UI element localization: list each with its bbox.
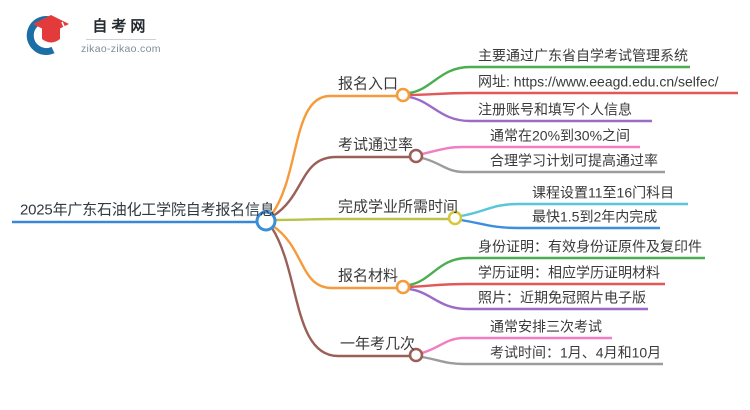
- site-domain: zikao-zikao.com: [81, 43, 161, 55]
- child-wire: [421, 145, 640, 156]
- branch-curve-4: [272, 225, 333, 290]
- branch-node-circle-5: [408, 347, 424, 363]
- branch-label-exams-per-year: 一年考几次: [340, 335, 416, 353]
- branch-label-signup-entrance: 报名入口: [338, 75, 399, 93]
- central-node: 2025年广东石油化工学院自考报名信息: [20, 201, 275, 219]
- logo-divider: [85, 39, 156, 40]
- branch-node-circle-2: [408, 148, 424, 164]
- site-name: 自考网: [92, 18, 150, 35]
- child-node: 考试时间：1月、4月和10月: [490, 344, 662, 361]
- child-wire: [408, 287, 648, 311]
- child-node: 最快1.5到2年内完成: [532, 208, 658, 225]
- child-node-url: 网址: https://www.eeagd.edu.cn/selfec/: [478, 73, 719, 90]
- child-node: 身份证明：有效身份证原件及复印件: [478, 238, 702, 255]
- branch-curve-2: [272, 155, 337, 218]
- child-wire: [408, 95, 652, 123]
- branch-label-completion-time: 完成学业所需时间: [338, 198, 459, 216]
- branch-node-circle-4: [395, 279, 411, 295]
- child-node: 照片：近期免冠照片电子版: [478, 289, 646, 306]
- branch-node-circle-3: [447, 210, 463, 226]
- child-wire: [460, 202, 688, 218]
- child-wire: [460, 218, 660, 230]
- child-wire: [421, 336, 612, 355]
- branch-curve-1: [271, 94, 331, 215]
- center-node-circle: [255, 210, 277, 232]
- child-wire: [421, 355, 663, 366]
- branch-curve-3: [274, 217, 337, 222]
- branch-label-materials: 报名材料: [338, 267, 399, 285]
- child-node: 通常在20%到30%之间: [490, 127, 631, 144]
- child-wire: [408, 91, 738, 97]
- site-logo: 自考网 zikao-zikao.com: [26, 12, 161, 58]
- child-wire: [408, 65, 690, 95]
- child-wire: [408, 256, 705, 287]
- child-node: 通常安排三次考试: [490, 318, 602, 335]
- child-node: 课程设置11至16门科目: [532, 184, 675, 201]
- branch-curve-5: [270, 227, 339, 358]
- child-node: 合理学习计划可提高通过率: [490, 152, 658, 169]
- child-node: 注册账号和填写个人信息: [478, 101, 632, 118]
- child-node: 学历证明：相应学历证明材料: [478, 264, 660, 281]
- zikao-logo-icon: [26, 15, 69, 55]
- branch-label-pass-rate: 考试通过率: [338, 136, 414, 154]
- child-wire: [421, 156, 665, 174]
- child-node: 主要通过广东省自学考试管理系统: [478, 47, 688, 64]
- child-wire: [408, 282, 665, 289]
- branch-node-circle-1: [395, 87, 411, 103]
